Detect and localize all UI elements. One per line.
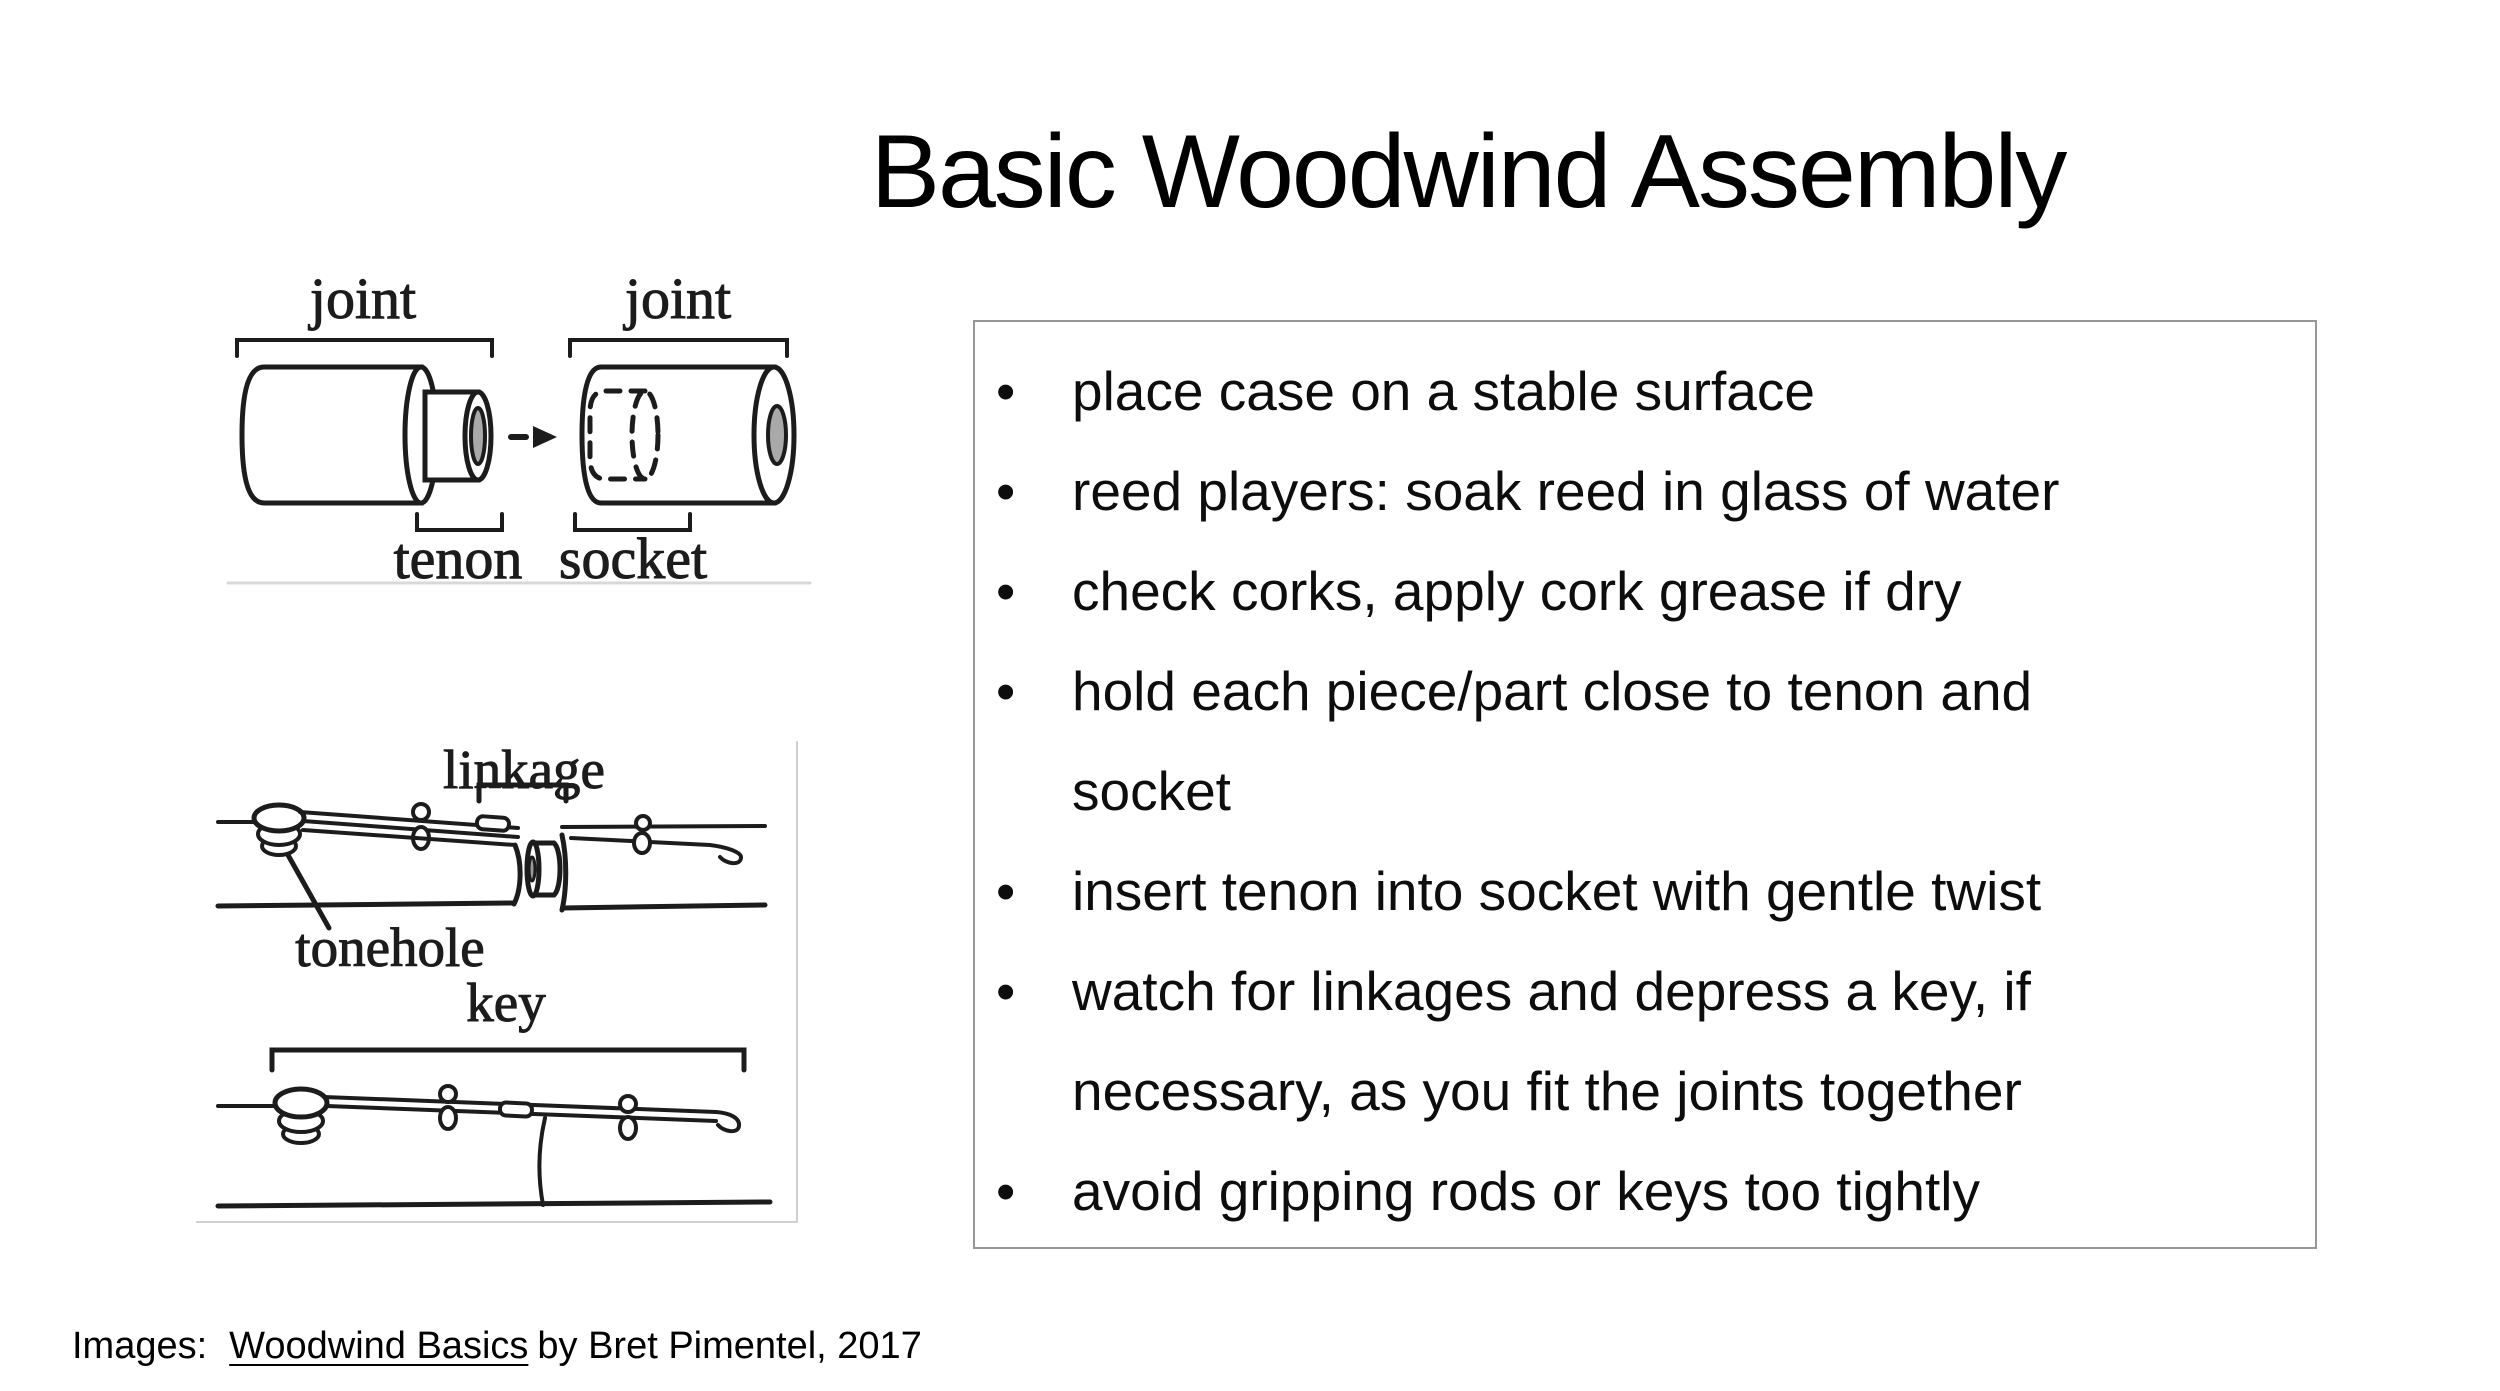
list-item: • place case on a stable surface [996, 341, 2285, 441]
socket-label: socket [559, 526, 707, 591]
joint-tenon-socket-diagram: joint joint [226, 266, 812, 592]
bullet-icon: • [996, 360, 1016, 422]
socket-hidden-outline [587, 388, 661, 482]
credit-suffix: by Bret Pimentel, 2017 [537, 1325, 922, 1367]
post [438, 1084, 458, 1104]
linkage-label: linkage [443, 739, 605, 800]
key-bracket [269, 1047, 747, 1073]
socket-bracket [573, 512, 692, 532]
instructions-panel: • place case on a stable surface • reed … [973, 320, 2317, 1249]
key-touch-hook [569, 836, 743, 866]
key-label: key [466, 972, 546, 1033]
credit-prefix: Images: [72, 1325, 208, 1367]
joint-right-label: joint [623, 266, 731, 331]
pad-cup [251, 802, 307, 834]
bullet-icon: • [996, 960, 1016, 1022]
tonehole-pointer [285, 852, 332, 931]
pad-cup [272, 1086, 330, 1120]
left-joint-cylinder [239, 364, 440, 506]
linkage-tab [497, 1100, 534, 1119]
credit-link[interactable]: Woodwind Basics [229, 1325, 529, 1367]
bullet-icon: • [996, 660, 1016, 722]
key-touch-hook [714, 1110, 742, 1134]
joint-seam [537, 1116, 547, 1207]
list-item: • insert tenon into socket with gentle t… [996, 841, 2285, 941]
bullet-text: reed players: soak reed in glass of wate… [1072, 460, 2060, 522]
bullet-text: check corks, apply cork grease if dry [1072, 560, 1962, 622]
list-item: • hold each piece/part close to tenon an… [996, 641, 2285, 841]
upper-joint-right [559, 814, 768, 913]
upper-joint-left [215, 802, 523, 909]
upper-tenon-ring [524, 839, 563, 899]
tonehole-label: tonehole [295, 917, 484, 978]
list-item: • reed players: soak reed in glass of wa… [996, 441, 2285, 541]
bullet-icon: • [996, 460, 1016, 522]
post [634, 814, 652, 832]
tenon-bracket [415, 512, 504, 532]
bullet-text: avoid gripping rods or keys too tightly [1072, 1160, 1980, 1222]
list-item: • check corks, apply cork grease if dry [996, 541, 2285, 641]
assembled-joint [215, 1084, 773, 1209]
bullet-icon: • [996, 1160, 1016, 1222]
tenon-bore [469, 406, 487, 466]
bullet-icon: • [996, 560, 1016, 622]
bullet-text: place case on a stable surface [1072, 360, 1815, 422]
bullet-text: watch for linkages and depress a key, if… [1072, 960, 2031, 1122]
linkage-bracket [476, 782, 569, 804]
keywork-diagram: linkage [196, 739, 798, 1223]
list-item: • avoid gripping rods or keys too tightl… [996, 1141, 2285, 1241]
joint-left-bracket [235, 338, 494, 358]
bullet-text: insert tenon into socket with gentle twi… [1072, 860, 2042, 922]
tenon-cylinder [422, 389, 494, 483]
bullet-text: hold each piece/part close to tenon and … [1072, 660, 2033, 822]
page-title: Basic Woodwind Assembly [870, 114, 2068, 230]
socket-bore [766, 404, 788, 466]
post [618, 1094, 638, 1114]
joint-right-bracket [568, 338, 789, 358]
right-joint-cylinder [579, 364, 797, 506]
linkage-tab [474, 814, 511, 833]
bullet-icon: • [996, 860, 1016, 922]
list-item: • watch for linkages and depress a key, … [996, 941, 2285, 1141]
insert-arrow-icon [508, 426, 557, 448]
joint-left-label: joint [308, 266, 416, 331]
tenon-label: tenon [394, 526, 523, 591]
post [411, 802, 431, 822]
